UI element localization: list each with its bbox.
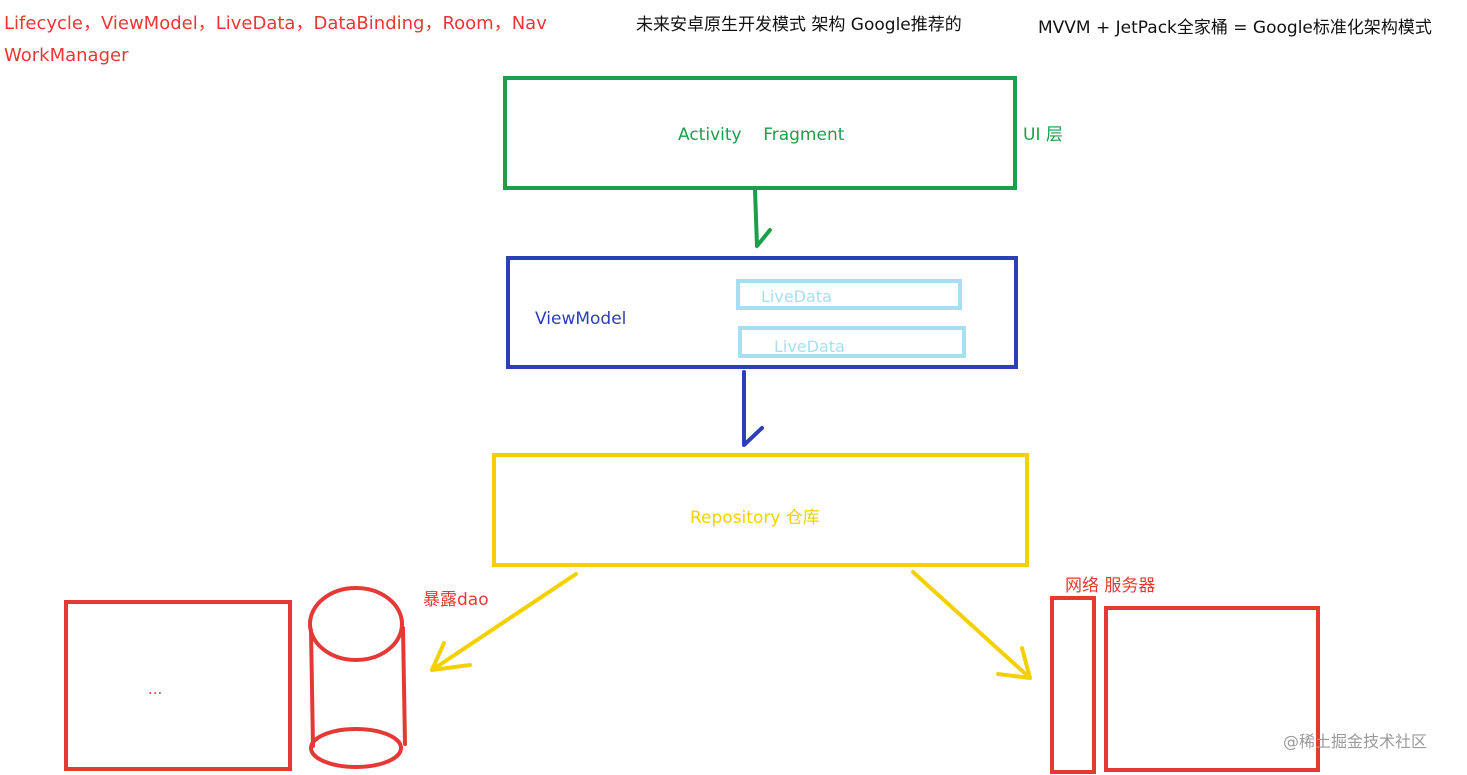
viewmodel-box	[506, 256, 1018, 369]
arrow-ui-to-viewmodel	[753, 188, 772, 248]
ui-layer-side-label: UI 层	[1023, 125, 1063, 145]
watermark: @稀土掘金技术社区	[1283, 732, 1428, 751]
repository-box	[492, 453, 1029, 567]
ui-layer-box	[503, 76, 1017, 190]
livedata-label-2: LiveData	[774, 337, 845, 356]
local-data-box	[64, 600, 292, 771]
expose-dao-label: 暴露dao	[423, 590, 489, 610]
livedata-box-1	[736, 279, 962, 310]
local-data-box-text: ...	[148, 680, 163, 698]
ui-layer-label: Activity Fragment	[678, 125, 845, 145]
arrow-repository-to-remote	[911, 570, 1032, 680]
center-title: 未来安卓原生开发模式 架构 Google推荐的	[636, 15, 962, 35]
network-server-narrow-box	[1050, 596, 1096, 774]
viewmodel-label: ViewModel	[535, 309, 627, 329]
database-icon	[308, 586, 407, 769]
jetpack-libraries-line-2: WorkManager	[4, 45, 129, 66]
arrow-repository-to-local	[430, 572, 578, 672]
livedata-box-2	[738, 326, 966, 358]
right-title: MVVM + JetPack全家桶 = Google标准化架构模式	[1038, 18, 1432, 38]
repository-label: Repository 仓库	[690, 508, 820, 528]
livedata-label-1: LiveData	[761, 287, 832, 306]
network-server-box	[1104, 606, 1320, 772]
network-server-label: 网络 服务器	[1065, 576, 1156, 596]
jetpack-libraries-line-1: Lifecycle，ViewModel，LiveData，DataBinding…	[4, 13, 547, 34]
arrow-viewmodel-to-repository	[742, 370, 764, 447]
